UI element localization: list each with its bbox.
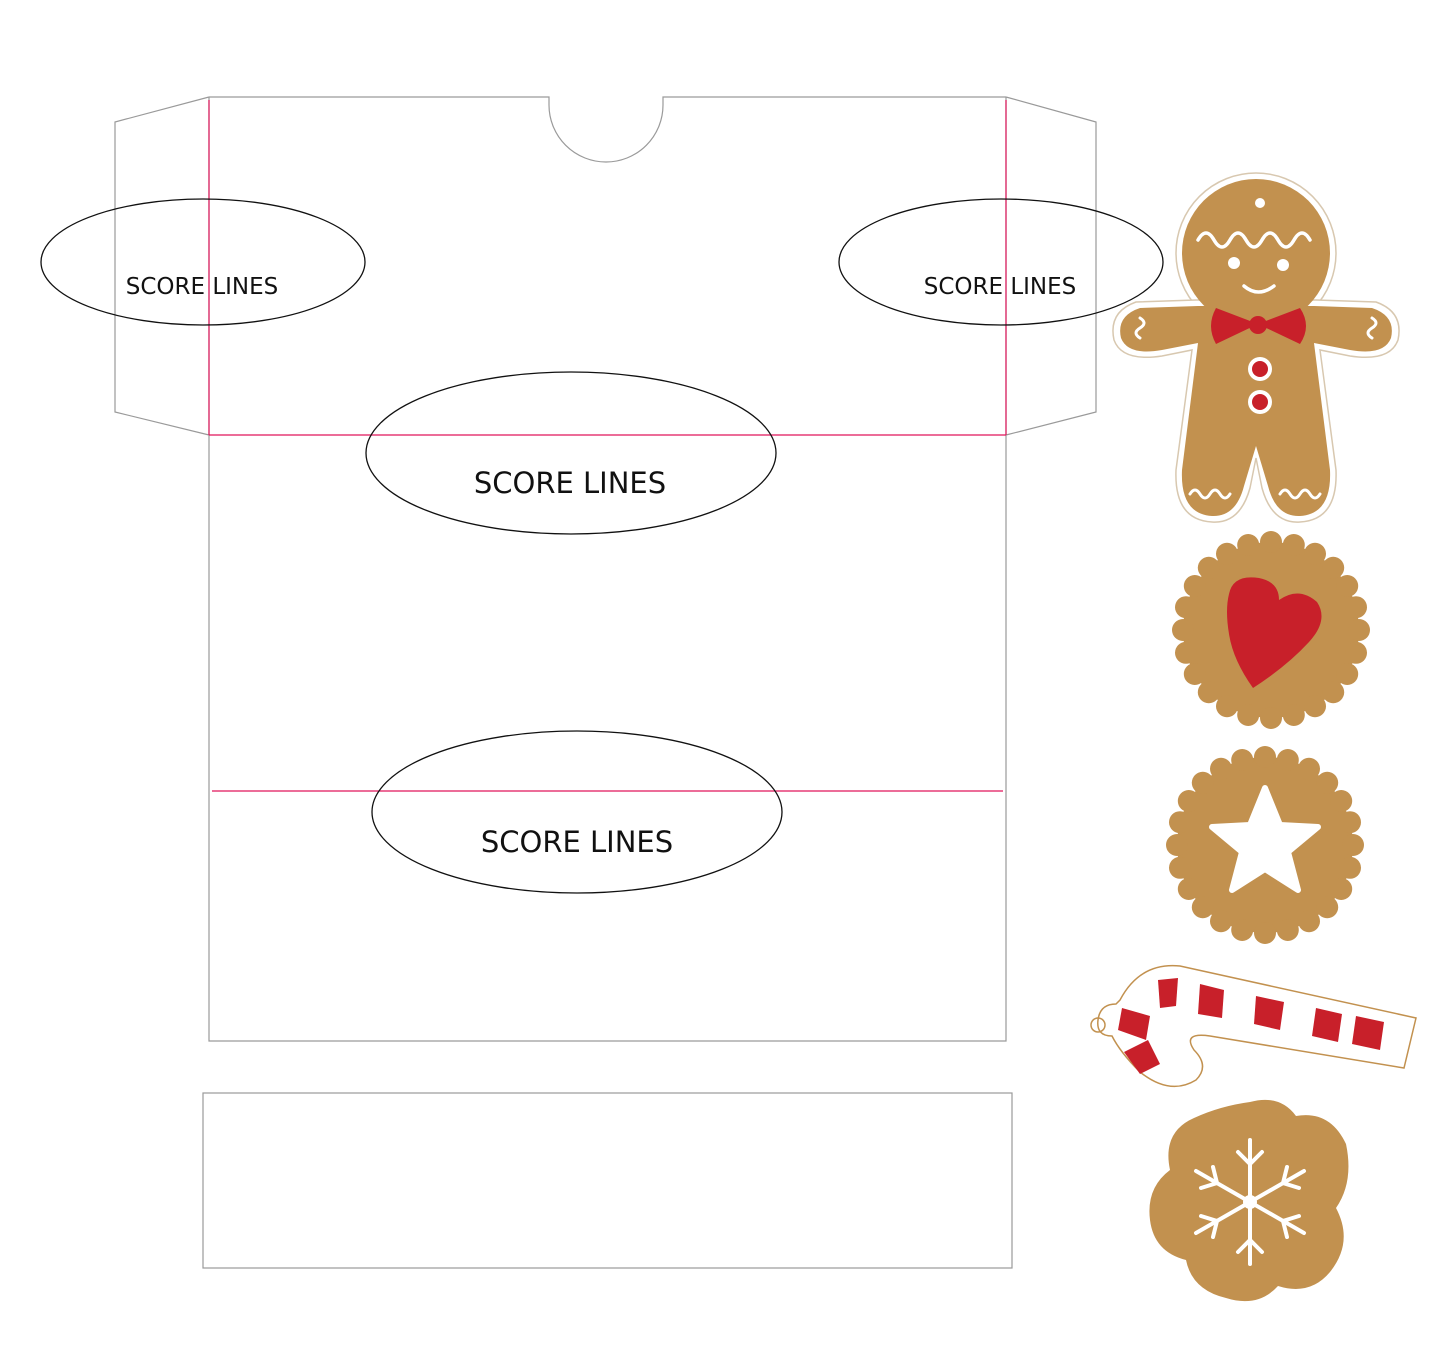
- candy-cane-icon: [1090, 964, 1417, 1088]
- score-label-lower: SCORE LINES: [481, 825, 673, 859]
- callout-ellipse-lower: [371, 730, 783, 894]
- main-body: [208, 435, 1007, 1042]
- heart-cookie-icon: [1172, 531, 1370, 729]
- score-label-upper: SCORE LINES: [474, 466, 666, 500]
- right-flap: [1005, 96, 1097, 436]
- top-edge-with-thumb-notch: [209, 96, 1006, 163]
- band-strip: [202, 1092, 1013, 1269]
- callout-ellipse-left: [40, 198, 366, 326]
- score-label-right: SCORE LINES: [924, 274, 1077, 300]
- gingerbread-man-icon: [1112, 172, 1400, 523]
- callout-ellipse-upper: [365, 371, 777, 535]
- star-cookie-icon: [1166, 746, 1364, 944]
- left-flap: [114, 96, 210, 436]
- pocket-outline: [114, 96, 1097, 1269]
- snowflake-cookie-icon: [1149, 1099, 1349, 1302]
- score-label-left: SCORE LINES: [126, 274, 279, 300]
- score-lines: [208, 100, 1007, 792]
- callout-ellipse-right: [838, 198, 1164, 326]
